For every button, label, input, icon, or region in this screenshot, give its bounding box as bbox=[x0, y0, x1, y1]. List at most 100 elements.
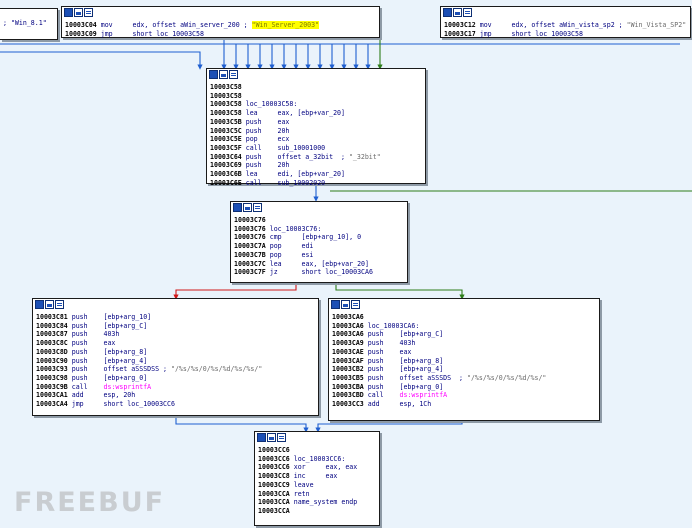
chart-icon[interactable] bbox=[341, 300, 350, 309]
asm-line[interactable]: 10003C9B call ds:wsprintfA bbox=[33, 383, 318, 392]
asm-line[interactable]: 10003CC6 loc_10003CC6: bbox=[255, 455, 379, 464]
asm-line[interactable]: 10003CAE push eax bbox=[329, 348, 599, 357]
asm-line[interactable]: 10003C90 push [ebp+arg_4] bbox=[33, 357, 318, 366]
asm-line[interactable]: 10003CB2 push [ebp+arg_4] bbox=[329, 365, 599, 374]
node-10003C81[interactable]: 10003C81 push [ebp+arg_10]10003C84 push … bbox=[32, 298, 319, 416]
chart-icon[interactable] bbox=[74, 8, 83, 17]
asm-address: 10003CA6 bbox=[332, 330, 368, 339]
node-titlebar bbox=[33, 299, 318, 313]
asm-line[interactable]: 10003C76 bbox=[231, 216, 407, 225]
asm-line[interactable]: 10003CC9 leave bbox=[255, 481, 379, 490]
node-top-left[interactable]: 10003C04 mov edx, offset aWin_server_200… bbox=[61, 6, 380, 38]
graph-icon[interactable] bbox=[331, 300, 340, 309]
asm-address: 10003CA1 bbox=[36, 391, 72, 400]
asm-line[interactable]: 10003C58 lea eax, [ebp+var_20] bbox=[207, 109, 425, 118]
asm-line[interactable]: 10003C5B push eax bbox=[207, 118, 425, 127]
asm-line[interactable]: 10003C5C push 20h bbox=[207, 127, 425, 136]
asm-line[interactable]: 10003CCA name_system endp bbox=[255, 498, 379, 507]
asm-line[interactable]: 10003CC8 inc eax bbox=[255, 472, 379, 481]
graph-icon[interactable] bbox=[443, 8, 452, 17]
asm-comment: "_32bit" bbox=[348, 152, 381, 161]
asm-line[interactable]: 10003CA1 add esp, 20h bbox=[33, 391, 318, 400]
asm-address: 10003C7C bbox=[234, 259, 270, 268]
asm-instruction: add esp, 20h bbox=[71, 391, 136, 400]
asm-line[interactable]: 10003C04 mov edx, offset aWin_server_200… bbox=[62, 21, 379, 30]
asm-instruction: lea edi, [ebp+var_20] bbox=[245, 170, 345, 179]
edge-c76-to-c81 bbox=[173, 282, 297, 300]
asm-address: 10003C17 bbox=[444, 29, 480, 38]
asm-line[interactable]: 10003C84 push [ebp+arg_C] bbox=[33, 322, 318, 331]
asm-line[interactable]: 10003CA6 bbox=[329, 313, 599, 322]
asm-line[interactable]: 10003C8C push eax bbox=[33, 339, 318, 348]
asm-line[interactable]: 10003C5E pop ecx bbox=[207, 135, 425, 144]
text-icon[interactable] bbox=[55, 300, 64, 309]
asm-line[interactable]: 10003C7F jz short loc_10003CA6 bbox=[231, 268, 407, 277]
asm-line[interactable]: 10003CA6 loc_10003CA6: bbox=[329, 322, 599, 331]
asm-line[interactable]: 10003C58 loc_10003C58: bbox=[207, 100, 425, 109]
graph-icon[interactable] bbox=[64, 8, 73, 17]
asm-instruction: call bbox=[71, 382, 104, 391]
graph-icon[interactable] bbox=[257, 433, 266, 442]
graph-icon[interactable] bbox=[35, 300, 44, 309]
asm-instruction: push offset aSSSDS ; bbox=[367, 373, 467, 382]
asm-line[interactable]: 10003C58 bbox=[207, 83, 425, 92]
asm-line[interactable]: 10003CCA retn bbox=[255, 490, 379, 499]
asm-line[interactable]: 10003C6E call sub_10002020 bbox=[207, 179, 425, 188]
chart-icon[interactable] bbox=[267, 433, 276, 442]
asm-line[interactable]: 10003CA9 push 403h bbox=[329, 339, 599, 348]
asm-line[interactable]: 10003C93 push offset aSSSDSS ; "/%s/%s/0… bbox=[33, 365, 318, 374]
node-top-right[interactable]: 10003C12 mov edx, offset aWin_vista_sp2 … bbox=[440, 6, 691, 38]
asm-line[interactable]: 10003C7C lea eax, [ebp+var_20] bbox=[231, 260, 407, 269]
asm-line[interactable]: 10003C09 jmp short loc_10003C58 bbox=[62, 30, 379, 39]
asm-instruction: push [ebp+arg_0] bbox=[71, 373, 148, 382]
asm-line[interactable]: 10003C7A pop edi bbox=[231, 242, 407, 251]
asm-line[interactable]: 10003C64 push offset a_32bit ; "_32bit" bbox=[207, 153, 425, 162]
asm-line[interactable]: 10003C76 cmp [ebp+arg_10], 0 bbox=[231, 233, 407, 242]
asm-address: 10003CA4 bbox=[36, 400, 72, 409]
text-icon[interactable] bbox=[229, 70, 238, 79]
asm-line[interactable]: 10003C12 mov edx, offset aWin_vista_sp2 … bbox=[441, 21, 690, 30]
asm-line[interactable]: 10003CBA push [ebp+arg_0] bbox=[329, 383, 599, 392]
asm-line[interactable]: 10003CB5 push offset aSSSDS ; "/%s/%s/0/… bbox=[329, 374, 599, 383]
chart-icon[interactable] bbox=[219, 70, 228, 79]
graph-icon[interactable] bbox=[209, 70, 218, 79]
text-icon[interactable] bbox=[84, 8, 93, 17]
partial-node-left[interactable]: ; "Win_8.1" bbox=[0, 8, 58, 40]
asm-line[interactable]: 10003C5F call sub_10001000 bbox=[207, 144, 425, 153]
text-icon[interactable] bbox=[253, 203, 262, 212]
asm-line[interactable]: 10003CBD call ds:wsprintfA bbox=[329, 391, 599, 400]
edge-ca6-to-cc6 bbox=[315, 420, 463, 433]
chart-icon[interactable] bbox=[243, 203, 252, 212]
asm-line[interactable]: 10003CAF push [ebp+arg_8] bbox=[329, 357, 599, 366]
asm-line[interactable]: 10003C98 push [ebp+arg_0] bbox=[33, 374, 318, 383]
asm-line[interactable]: 10003CCA bbox=[255, 507, 379, 516]
asm-line[interactable]: 10003CC6 xor eax, eax bbox=[255, 463, 379, 472]
asm-line[interactable]: 10003C87 push 403h bbox=[33, 330, 318, 339]
asm-instruction: leave bbox=[293, 480, 314, 489]
asm-line[interactable]: 10003C6B lea edi, [ebp+var_20] bbox=[207, 170, 425, 179]
chart-icon[interactable] bbox=[45, 300, 54, 309]
asm-line[interactable]: 10003C8D push [ebp+arg_8] bbox=[33, 348, 318, 357]
asm-line[interactable]: 10003C76 loc_10003C76: bbox=[231, 225, 407, 234]
asm-line[interactable]: 10003C17 jmp short loc_10003C58 bbox=[441, 30, 690, 39]
asm-address: 10003CCA bbox=[258, 489, 294, 498]
edge-c81-to-cc6 bbox=[175, 415, 309, 433]
text-icon[interactable] bbox=[351, 300, 360, 309]
asm-line[interactable]: 10003C81 push [ebp+arg_10] bbox=[33, 313, 318, 322]
asm-line[interactable]: 10003CA6 push [ebp+arg_C] bbox=[329, 330, 599, 339]
asm-line[interactable]: 10003CA4 jmp short loc_10003CC6 bbox=[33, 400, 318, 409]
text-icon[interactable] bbox=[277, 433, 286, 442]
asm-line[interactable]: 10003C7B pop esi bbox=[231, 251, 407, 260]
asm-line[interactable]: 10003C69 push 20h bbox=[207, 161, 425, 170]
asm-line[interactable]: 10003CC3 add esp, 1Ch bbox=[329, 400, 599, 409]
asm-line[interactable]: 10003CC6 bbox=[255, 446, 379, 455]
asm-instruction: lea eax, [ebp+var_20] bbox=[245, 109, 345, 118]
chart-icon[interactable] bbox=[453, 8, 462, 17]
asm-line[interactable]: 10003C58 bbox=[207, 92, 425, 101]
text-icon[interactable] bbox=[463, 8, 472, 17]
graph-icon[interactable] bbox=[233, 203, 242, 212]
